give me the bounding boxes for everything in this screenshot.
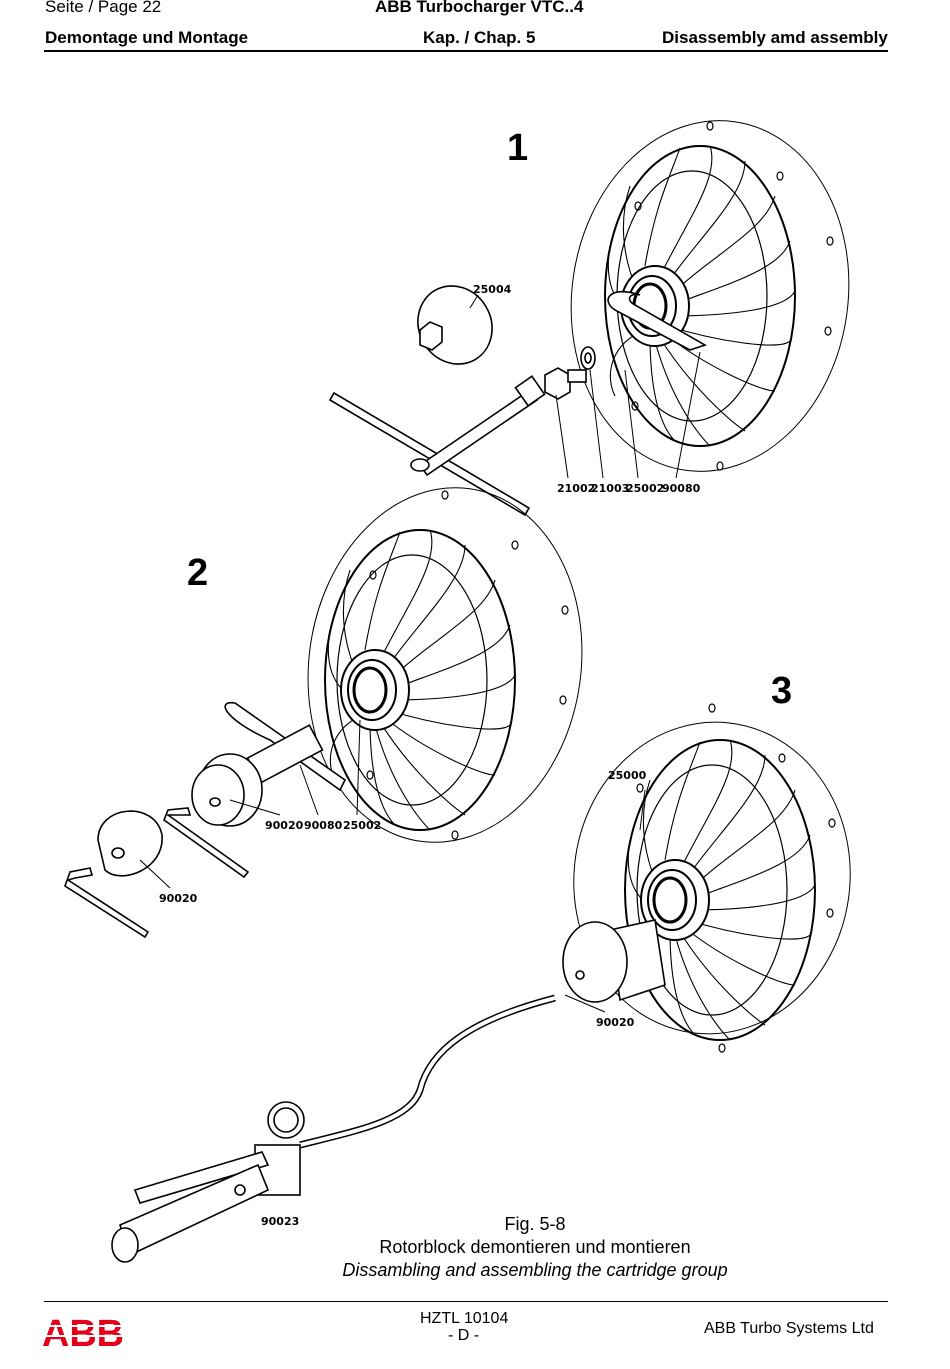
part-label: 25000	[608, 769, 647, 782]
section-title-de: Demontage und Montage	[45, 28, 249, 47]
footer-rule	[44, 1301, 888, 1302]
document-number: HZTL 10104	[420, 1310, 509, 1327]
language-code: - D -	[448, 1327, 480, 1344]
part-label: 25002	[626, 482, 664, 495]
page-number: Seite / Page 22	[45, 0, 162, 16]
abb-logo: ABB	[42, 1314, 126, 1350]
part-label: 25002	[343, 819, 381, 832]
part-label: 90020	[159, 892, 198, 905]
step-number: 2	[187, 552, 208, 594]
assembly-2	[64, 487, 583, 939]
exploded-assembly-drawing: 1 2 3 25004 21002 21003 25002 90080 9002…	[64, 120, 851, 1263]
assembly-3	[111, 703, 851, 1263]
assembly-1	[328, 120, 850, 517]
section-title-en: Disassembly amd assembly	[662, 28, 888, 47]
company-name: ABB Turbo Systems Ltd	[704, 1320, 874, 1337]
part-label: 90023	[261, 1215, 299, 1228]
step-number: 3	[771, 670, 792, 712]
step-number: 1	[507, 127, 528, 169]
part-label: 21002	[557, 482, 595, 495]
svg-text:ABB: ABB	[42, 1314, 124, 1350]
part-label: 90020	[265, 819, 304, 832]
caption-en: Dissambling and assembling the cartridge…	[342, 1260, 728, 1280]
caption-de: Rotorblock demontieren und montieren	[379, 1237, 691, 1257]
figure-number: Fig. 5-8	[504, 1214, 566, 1234]
part-label: 21003	[591, 482, 629, 495]
part-label: 90080	[662, 482, 701, 495]
part-label: 90020	[596, 1016, 635, 1029]
product-title: ABB Turbocharger VTC..4	[375, 0, 584, 16]
chapter-label: Kap. / Chap. 5	[423, 28, 536, 47]
part-label: 25004	[473, 283, 512, 296]
header-rule	[44, 50, 888, 52]
part-label: 90080	[304, 819, 343, 832]
